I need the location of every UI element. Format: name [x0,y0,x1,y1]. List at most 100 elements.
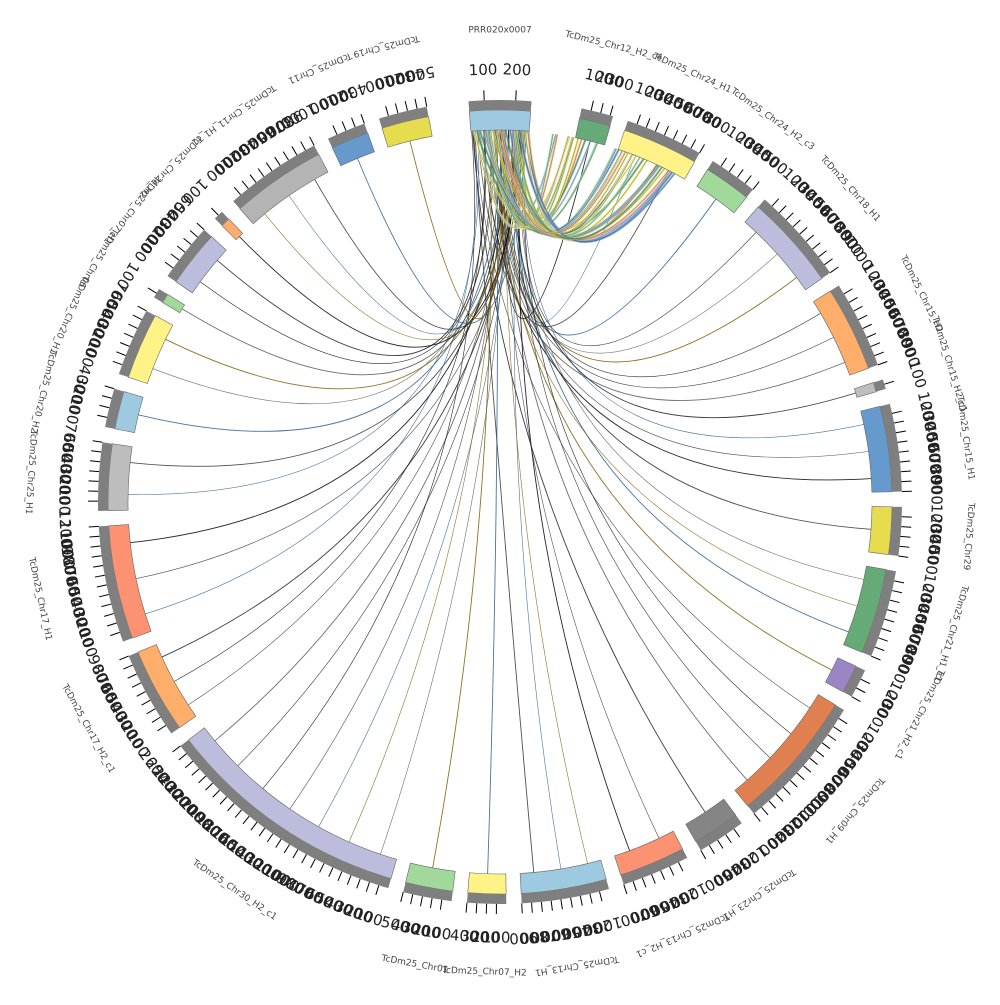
tick-mark [276,839,281,847]
focus-scale-band [468,100,531,111]
segment-name: TcDm25_Chr01 [380,954,449,976]
tick-mark [892,411,902,413]
tick-mark [800,227,807,234]
tick-mark [440,900,441,910]
segment-name: TcDm25_Chr29 [961,501,976,571]
tick-label: 200 [502,60,531,79]
tick-mark [177,246,185,252]
tick-mark [871,656,880,660]
tick-mark [762,807,769,815]
tick-label: 300 [603,70,635,95]
tick-mark [854,306,863,311]
link-ribbon [188,130,508,705]
tick-mark [302,854,307,863]
tick-mark [357,879,360,888]
tick-mark [726,835,732,843]
tick-mark [833,727,841,733]
tick-mark [856,688,865,693]
tick-mark [89,526,99,527]
tick-mark [113,361,122,364]
tick-mark [532,903,533,913]
tick-mark [753,182,759,190]
tick-mark [142,700,151,705]
tick-mark [734,829,740,837]
tick-mark [376,885,379,895]
segment-name: TcDm25_Chr19 [352,32,421,58]
tick-mark [754,814,760,822]
tick-mark [858,315,867,320]
tick-mark [171,254,179,260]
segment-name: TcDm25_Chr25_H1 [23,429,38,515]
tick-mark [839,718,847,723]
tick-mark [259,828,265,836]
tick-label: 900 [509,928,539,948]
chromosome-segment: 100200300400500600700800900100011001200T… [26,509,151,660]
tick-mark [105,386,115,389]
segment-name: TcDm25_Chr12_H2_c4 [563,29,664,63]
tick-mark [701,850,706,859]
tick-mark [655,122,659,131]
tick-mark [137,692,146,697]
tick-mark [849,297,858,302]
tick-mark [776,794,783,801]
tick-mark [709,845,714,854]
tick-mark [642,878,646,887]
focus-label: PRR020x0007 [468,26,531,36]
tick-label: 100 [905,358,931,391]
tick-mark [234,187,240,195]
tick-mark [729,164,735,172]
tick-mark [227,804,234,812]
tick-mark [107,623,117,626]
tick-mark [673,130,677,139]
tick-mark [561,899,563,909]
tick-mark [185,761,193,767]
link-ribbon [217,130,485,355]
tick-mark [896,431,906,433]
tick-mark [110,632,119,635]
segment-band [854,383,876,398]
tick-mark [293,850,298,859]
tick-mark [338,872,342,881]
tick-mark [192,769,199,776]
tick-mark [610,106,613,116]
tick-mark [624,884,627,894]
tick-mark [211,208,218,215]
tick-mark [601,103,604,113]
tick-label: 900 [927,476,946,505]
tick-mark [89,471,99,472]
tick-mark [89,536,99,537]
tick-mark [871,343,880,347]
tick-mark [165,262,173,268]
tick-mark [97,585,107,587]
tick-mark [551,901,552,911]
tick-mark [267,834,273,842]
tick-mark [852,697,861,702]
tick-mark [152,717,160,722]
tick-mark [882,629,891,632]
chromosome-segment: 1002003004005006007008009001000110012001… [135,728,396,930]
tick-mark [284,844,289,853]
tick-mark [878,638,887,641]
tick-mark [590,894,592,904]
link-ribbon [290,130,503,809]
tick-mark [901,481,911,482]
tick-mark [199,776,206,783]
tick-mark [93,441,103,442]
tick-mark [824,259,832,265]
tick-mark [342,121,346,130]
link-ribbon [263,131,475,789]
tick-mark [102,604,112,607]
tick-mark [898,441,908,442]
tick-mark [184,238,192,244]
tick-mark [682,135,687,144]
tick-mark [235,810,241,818]
tick-mark [810,758,818,764]
